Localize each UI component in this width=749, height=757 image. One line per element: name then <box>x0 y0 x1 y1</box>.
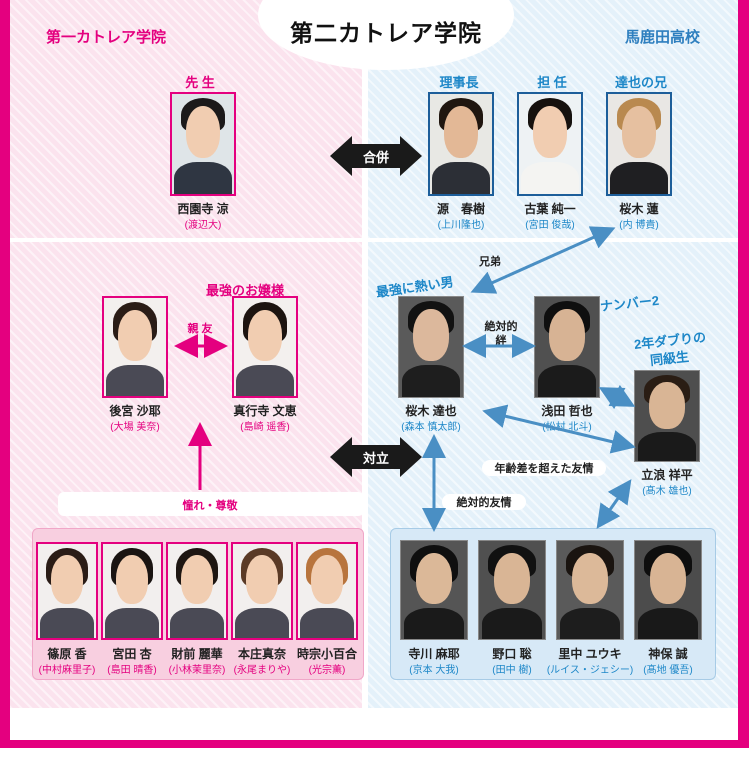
actor-girls-group-0: (中村麻里子) <box>38 665 96 676</box>
actor-girls-group-2: (小林茉里奈) <box>168 665 226 676</box>
arrow-age-gap <box>482 404 636 454</box>
school-right-label: 馬鹿田高校 <box>625 29 701 46</box>
name-staff-1: 古葉 純一 <box>524 202 576 216</box>
actor-boys-group-1: (田中 樹) <box>492 665 532 676</box>
name-boys-group-0: 寺川 麻耶 <box>408 647 460 661</box>
label-absolute-bond-1: 絶対的 <box>484 321 518 333</box>
chart-canvas: 第二カトレア学院 第一カトレア学院 馬鹿田高校 先 生 理事長 担 任 達也の兄… <box>10 0 738 740</box>
role-chairman: 理事長 <box>439 75 479 90</box>
name-boys-group-1: 野口 聡 <box>492 647 532 661</box>
name-girls-pair-1: 真行寺 文恵 <box>233 404 297 418</box>
name-boys-group-3: 神保 誠 <box>648 647 688 661</box>
merger-arrow <box>330 136 422 176</box>
photo-makoto <box>634 540 702 640</box>
arrow-shohei-group <box>596 479 632 529</box>
name-girls-group-2: 財前 麗華 <box>171 647 223 661</box>
actor-girls-group-1: (島田 晴香) <box>107 665 157 676</box>
actor-girls-pair-1: (島崎 遥香) <box>240 422 290 433</box>
actor-boys-group-3: (髙地 優吾) <box>643 665 693 676</box>
photo-brother <box>606 92 672 196</box>
actor-boys-core-2: (髙木 雄也) <box>642 486 692 497</box>
school-left-label: 第一カトレア学院 <box>46 29 167 46</box>
actor-girls-pair-0: (大場 美奈) <box>110 422 160 433</box>
label-absolute-friendship: 絶対的友情 <box>442 494 526 510</box>
actor-staff-1: (宮田 俊哉) <box>525 220 575 231</box>
actor-girls-group-3: (永尾まりや) <box>233 665 291 676</box>
actor-boys-group-2: (ルイス・ジェシー) <box>546 665 634 676</box>
name-boys-core-2: 立浪 祥平 <box>641 468 693 482</box>
name-boys-group-2: 里中 ユウキ <box>558 647 622 661</box>
name-boys-core-0: 桜木 達也 <box>405 404 457 418</box>
name-girls-group-1: 宮田 杏 <box>112 647 152 661</box>
label-admiration: 憧れ・尊敬 <box>182 500 238 512</box>
photo-kaori <box>36 542 98 640</box>
photo-maya <box>400 540 468 640</box>
merger-label: 合併 <box>362 150 389 165</box>
actor-teacher: (渡辺大) <box>184 220 222 231</box>
name-girls-pair-0: 後宮 沙耶 <box>109 404 161 418</box>
role-teacher: 先 生 <box>185 75 215 90</box>
relationship-arrows <box>174 226 636 532</box>
actor-staff-0: (上川隆也) <box>437 220 485 231</box>
photo-tatsuya <box>398 296 464 398</box>
photo-tetsuya <box>534 296 600 398</box>
photo-teacher <box>170 92 236 196</box>
photo-chairman <box>428 92 494 196</box>
callout-strongest-lady: 最強のお嬢様 <box>206 283 285 298</box>
photo-fumie <box>232 296 298 398</box>
actor-boys-group-0: (京本 大我) <box>409 665 459 676</box>
actor-boys-core-0: (森本 慎太郎) <box>401 422 461 433</box>
name-staff-0: 源 春樹 <box>436 202 485 216</box>
actor-girls-group-4: (光宗薫) <box>308 665 346 676</box>
photo-homeroom <box>517 92 583 196</box>
actor-staff-2: (内 博貴) <box>619 220 659 231</box>
label-best-friends: 親 友 <box>187 323 213 335</box>
name-girls-group-3: 本庄真奈 <box>237 647 286 661</box>
confrontation-arrow <box>330 437 422 477</box>
photo-anzu <box>101 542 163 640</box>
arrow-brothers <box>470 226 616 294</box>
role-brother: 達也の兄 <box>614 75 667 90</box>
name-girls-group-4: 時宗小百合 <box>296 647 357 661</box>
name-staff-2: 桜木 蓮 <box>619 202 659 216</box>
name-teacher: 西園寺 涼 <box>177 202 229 216</box>
admiration-band <box>58 492 364 516</box>
main-title: 第二カトレア学院 <box>290 20 482 46</box>
photo-sayuri <box>296 542 358 640</box>
photo-satoshi <box>478 540 546 640</box>
photo-saya <box>102 296 168 398</box>
name-girls-group-0: 篠原 香 <box>47 647 87 661</box>
arrow-number-two <box>598 384 636 410</box>
center-divider <box>362 0 368 708</box>
photo-mana <box>231 542 293 640</box>
label-age-gap-friendship: 年齢差を超えた友情 <box>482 460 606 476</box>
photo-shohei <box>634 370 700 462</box>
photo-reika <box>166 542 228 640</box>
section-divider <box>10 238 738 242</box>
confrontation-label: 対立 <box>362 451 389 466</box>
photo-yuuki <box>556 540 624 640</box>
role-homeroom: 担 任 <box>537 75 567 90</box>
